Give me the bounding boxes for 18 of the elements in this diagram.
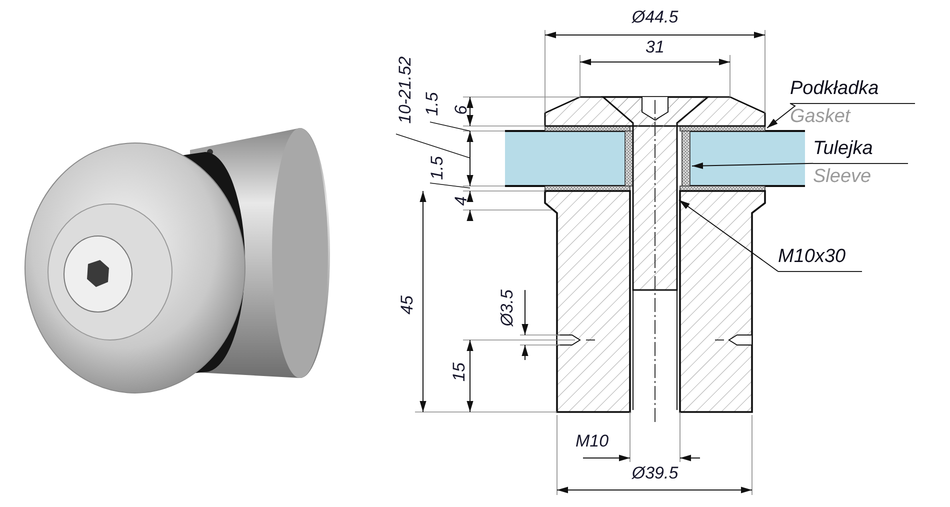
dimension-text: 15 [450,362,468,382]
dimension-text: Ø3.5 [498,290,516,326]
dimension-text: 45 [398,296,416,314]
dimension-text: 10-21.52 [396,56,414,124]
leader-line [692,162,814,170]
dimension-text: 1.5 [424,92,440,116]
thread-size-text: M10 [575,432,609,450]
dimension-text: 1.5 [428,156,446,180]
dimension-text: 4 [452,196,470,206]
dimension-text: 6 [452,105,470,115]
callout-label: Podkładka Gasket [790,78,915,128]
dimension-text: Ø44.5 [632,8,678,26]
callout-label: M10x30 [778,246,862,272]
callout-label: Tulejka Sleeve [813,138,908,188]
leader-line [678,200,778,272]
leader-line [766,102,796,128]
dimension-text: Ø39.5 [632,464,678,482]
dimension-text: 31 [646,38,664,56]
